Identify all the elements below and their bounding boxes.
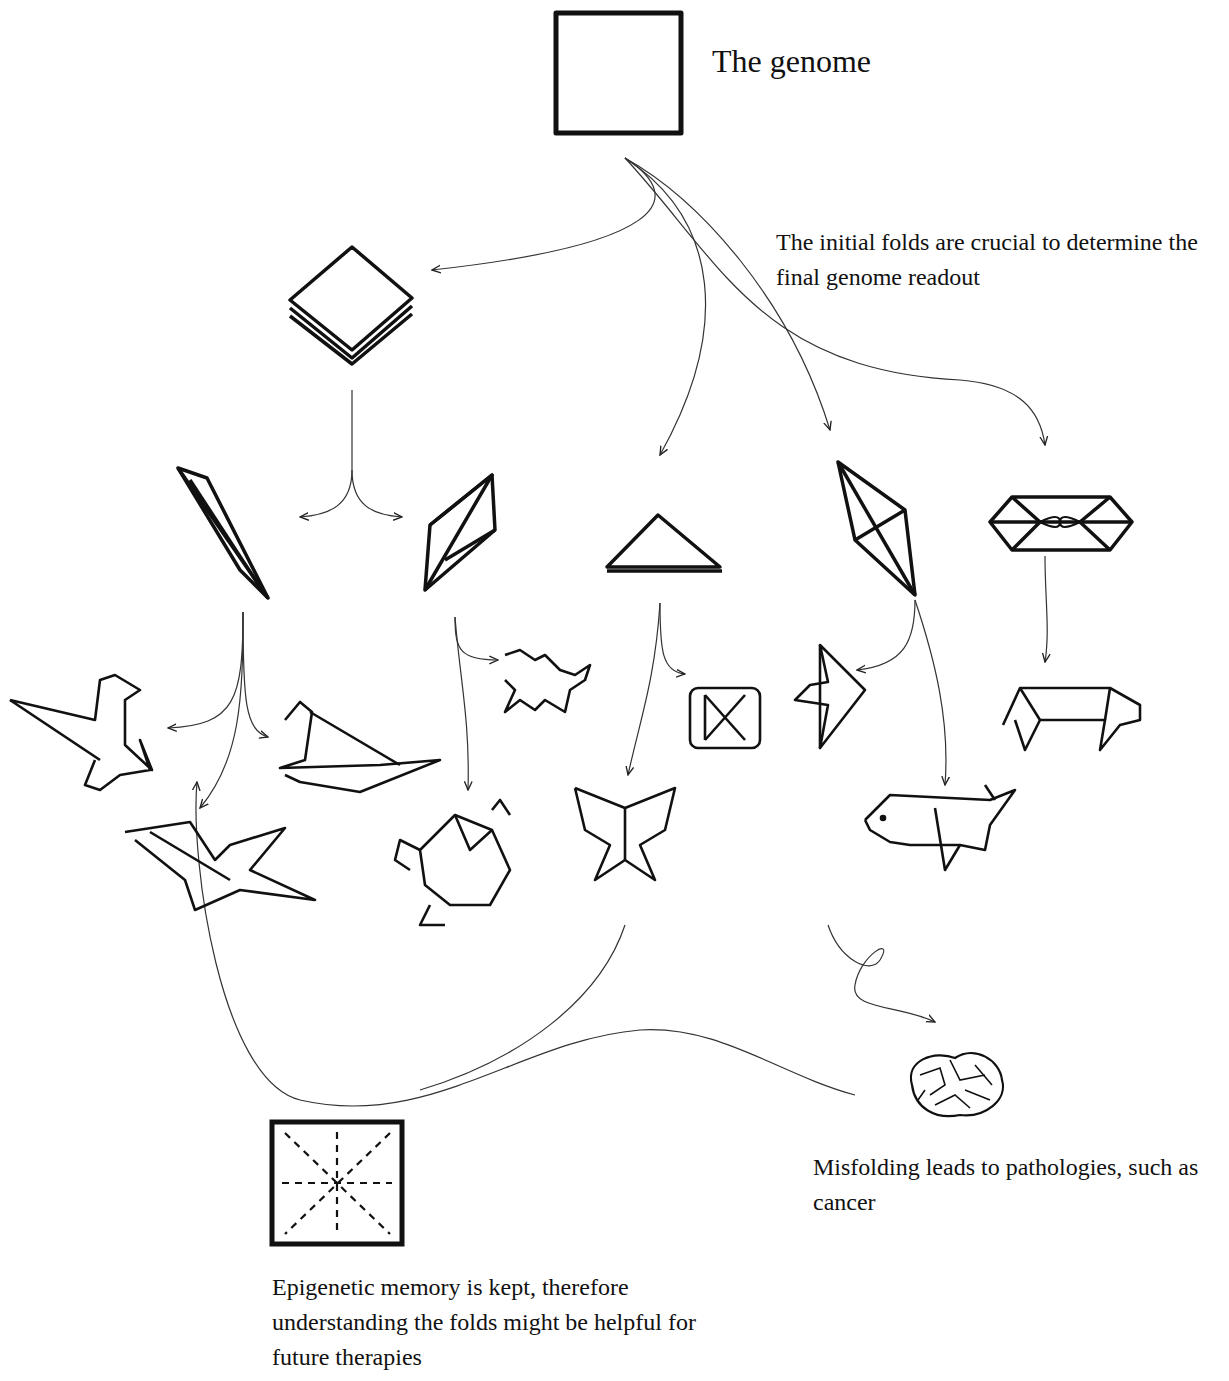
misfolding-node: Misfolding leads to pathologies, such as… xyxy=(810,1045,1220,1228)
first-folds xyxy=(178,247,1132,598)
genome-node: The genome xyxy=(553,10,953,140)
epigenetic-node: Epigenetic memory is kept, therefore und… xyxy=(268,1118,748,1377)
fold-arrows xyxy=(168,158,1047,1106)
crumpled-ball xyxy=(911,1053,1003,1116)
annotation-label: The initial folds are crucial to determi… xyxy=(776,225,1222,295)
genome-square xyxy=(556,13,681,133)
node-text: Epigenetic memory is kept, therefore und… xyxy=(272,1270,734,1374)
creased-square xyxy=(272,1122,402,1244)
origami-animals xyxy=(10,645,1140,925)
node-text: The genome xyxy=(712,38,942,84)
node-text: Misfolding leads to pathologies, such as… xyxy=(813,1150,1208,1220)
